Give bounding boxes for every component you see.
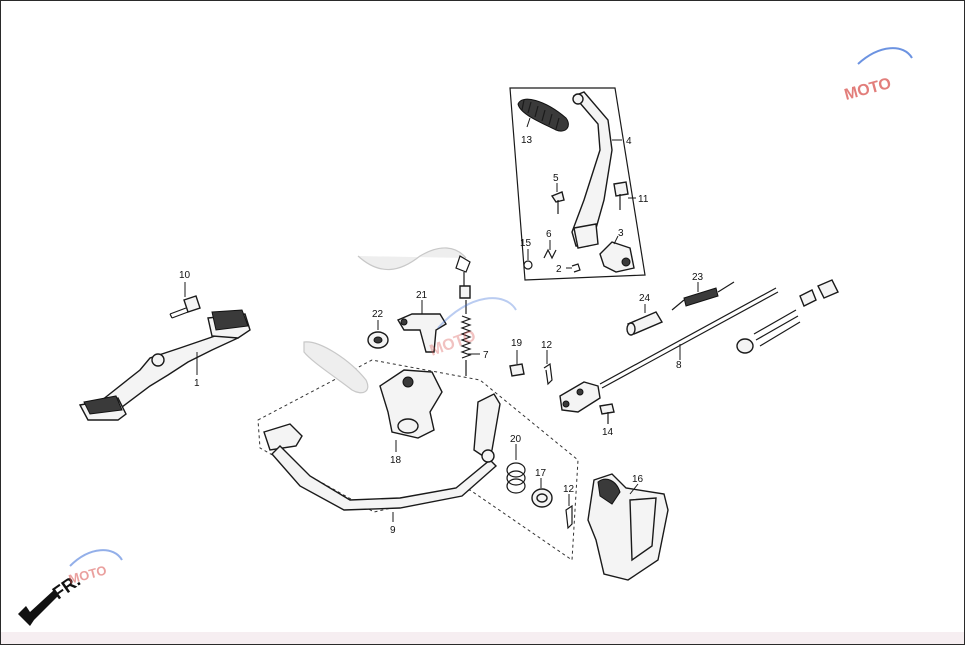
label-13: 13	[521, 135, 533, 146]
part-cable-ghost	[357, 247, 471, 299]
label-6: 6	[546, 229, 552, 240]
label-24: 24	[639, 293, 651, 304]
label-2: 2	[556, 264, 562, 275]
label-8: 8	[676, 360, 682, 371]
label-9: 9	[390, 525, 396, 536]
watermark-text-top: MOTO	[843, 75, 893, 104]
part-23-spring	[671, 281, 735, 311]
label-18: 18	[390, 455, 402, 466]
label-1: 1	[194, 378, 200, 389]
watermark-text-bottom: MOTO	[67, 562, 108, 587]
label-12-upper: 12	[541, 340, 553, 351]
label-3: 3	[618, 228, 624, 239]
label-21: 21	[416, 290, 428, 301]
label-16: 16	[632, 474, 644, 485]
label-5: 5	[553, 173, 559, 184]
part-16-guard	[587, 473, 669, 581]
part-group-box-4	[509, 87, 646, 281]
label-14: 14	[602, 427, 614, 438]
label-20: 20	[510, 434, 522, 445]
part-8-rod	[559, 287, 779, 413]
arrow-down-left-icon	[18, 590, 58, 626]
part-20-spring	[506, 444, 526, 494]
label-12-lower: 12	[563, 484, 575, 495]
label-11: 11	[638, 194, 649, 205]
part-21-bracket	[396, 300, 447, 353]
label-23: 23	[692, 272, 704, 283]
label-15: 15	[520, 238, 532, 249]
part-17-washer	[531, 478, 553, 508]
part-labels: 1 2 3 4 5 6 7 8 9 10 11 12 12 13 14 15 1…	[179, 135, 704, 536]
label-10: 10	[179, 270, 191, 281]
part-22-washer	[367, 320, 389, 349]
part-7-spring	[460, 300, 480, 376]
part-24-sleeve	[626, 304, 664, 336]
part-12-pin-upper	[543, 350, 553, 386]
part-right-fittings	[736, 279, 839, 354]
part-19-nut	[509, 350, 525, 377]
label-19: 19	[511, 338, 523, 349]
part-group-box-9	[257, 341, 579, 561]
watermark-logo-top: MOTO	[843, 47, 913, 104]
label-4: 4	[626, 136, 632, 147]
part-1-brake-pedal	[78, 309, 251, 421]
watermark-logo-middle: MOTO	[428, 297, 517, 360]
part-14-bolt	[599, 403, 615, 424]
bottom-strip	[1, 632, 964, 644]
label-22: 22	[372, 309, 384, 320]
label-7: 7	[483, 350, 489, 361]
label-17: 17	[535, 468, 547, 479]
watermark-logo-bottom: MOTO	[67, 549, 123, 587]
part-12-pin-lower	[565, 494, 573, 530]
part-10-bolt	[169, 282, 201, 319]
